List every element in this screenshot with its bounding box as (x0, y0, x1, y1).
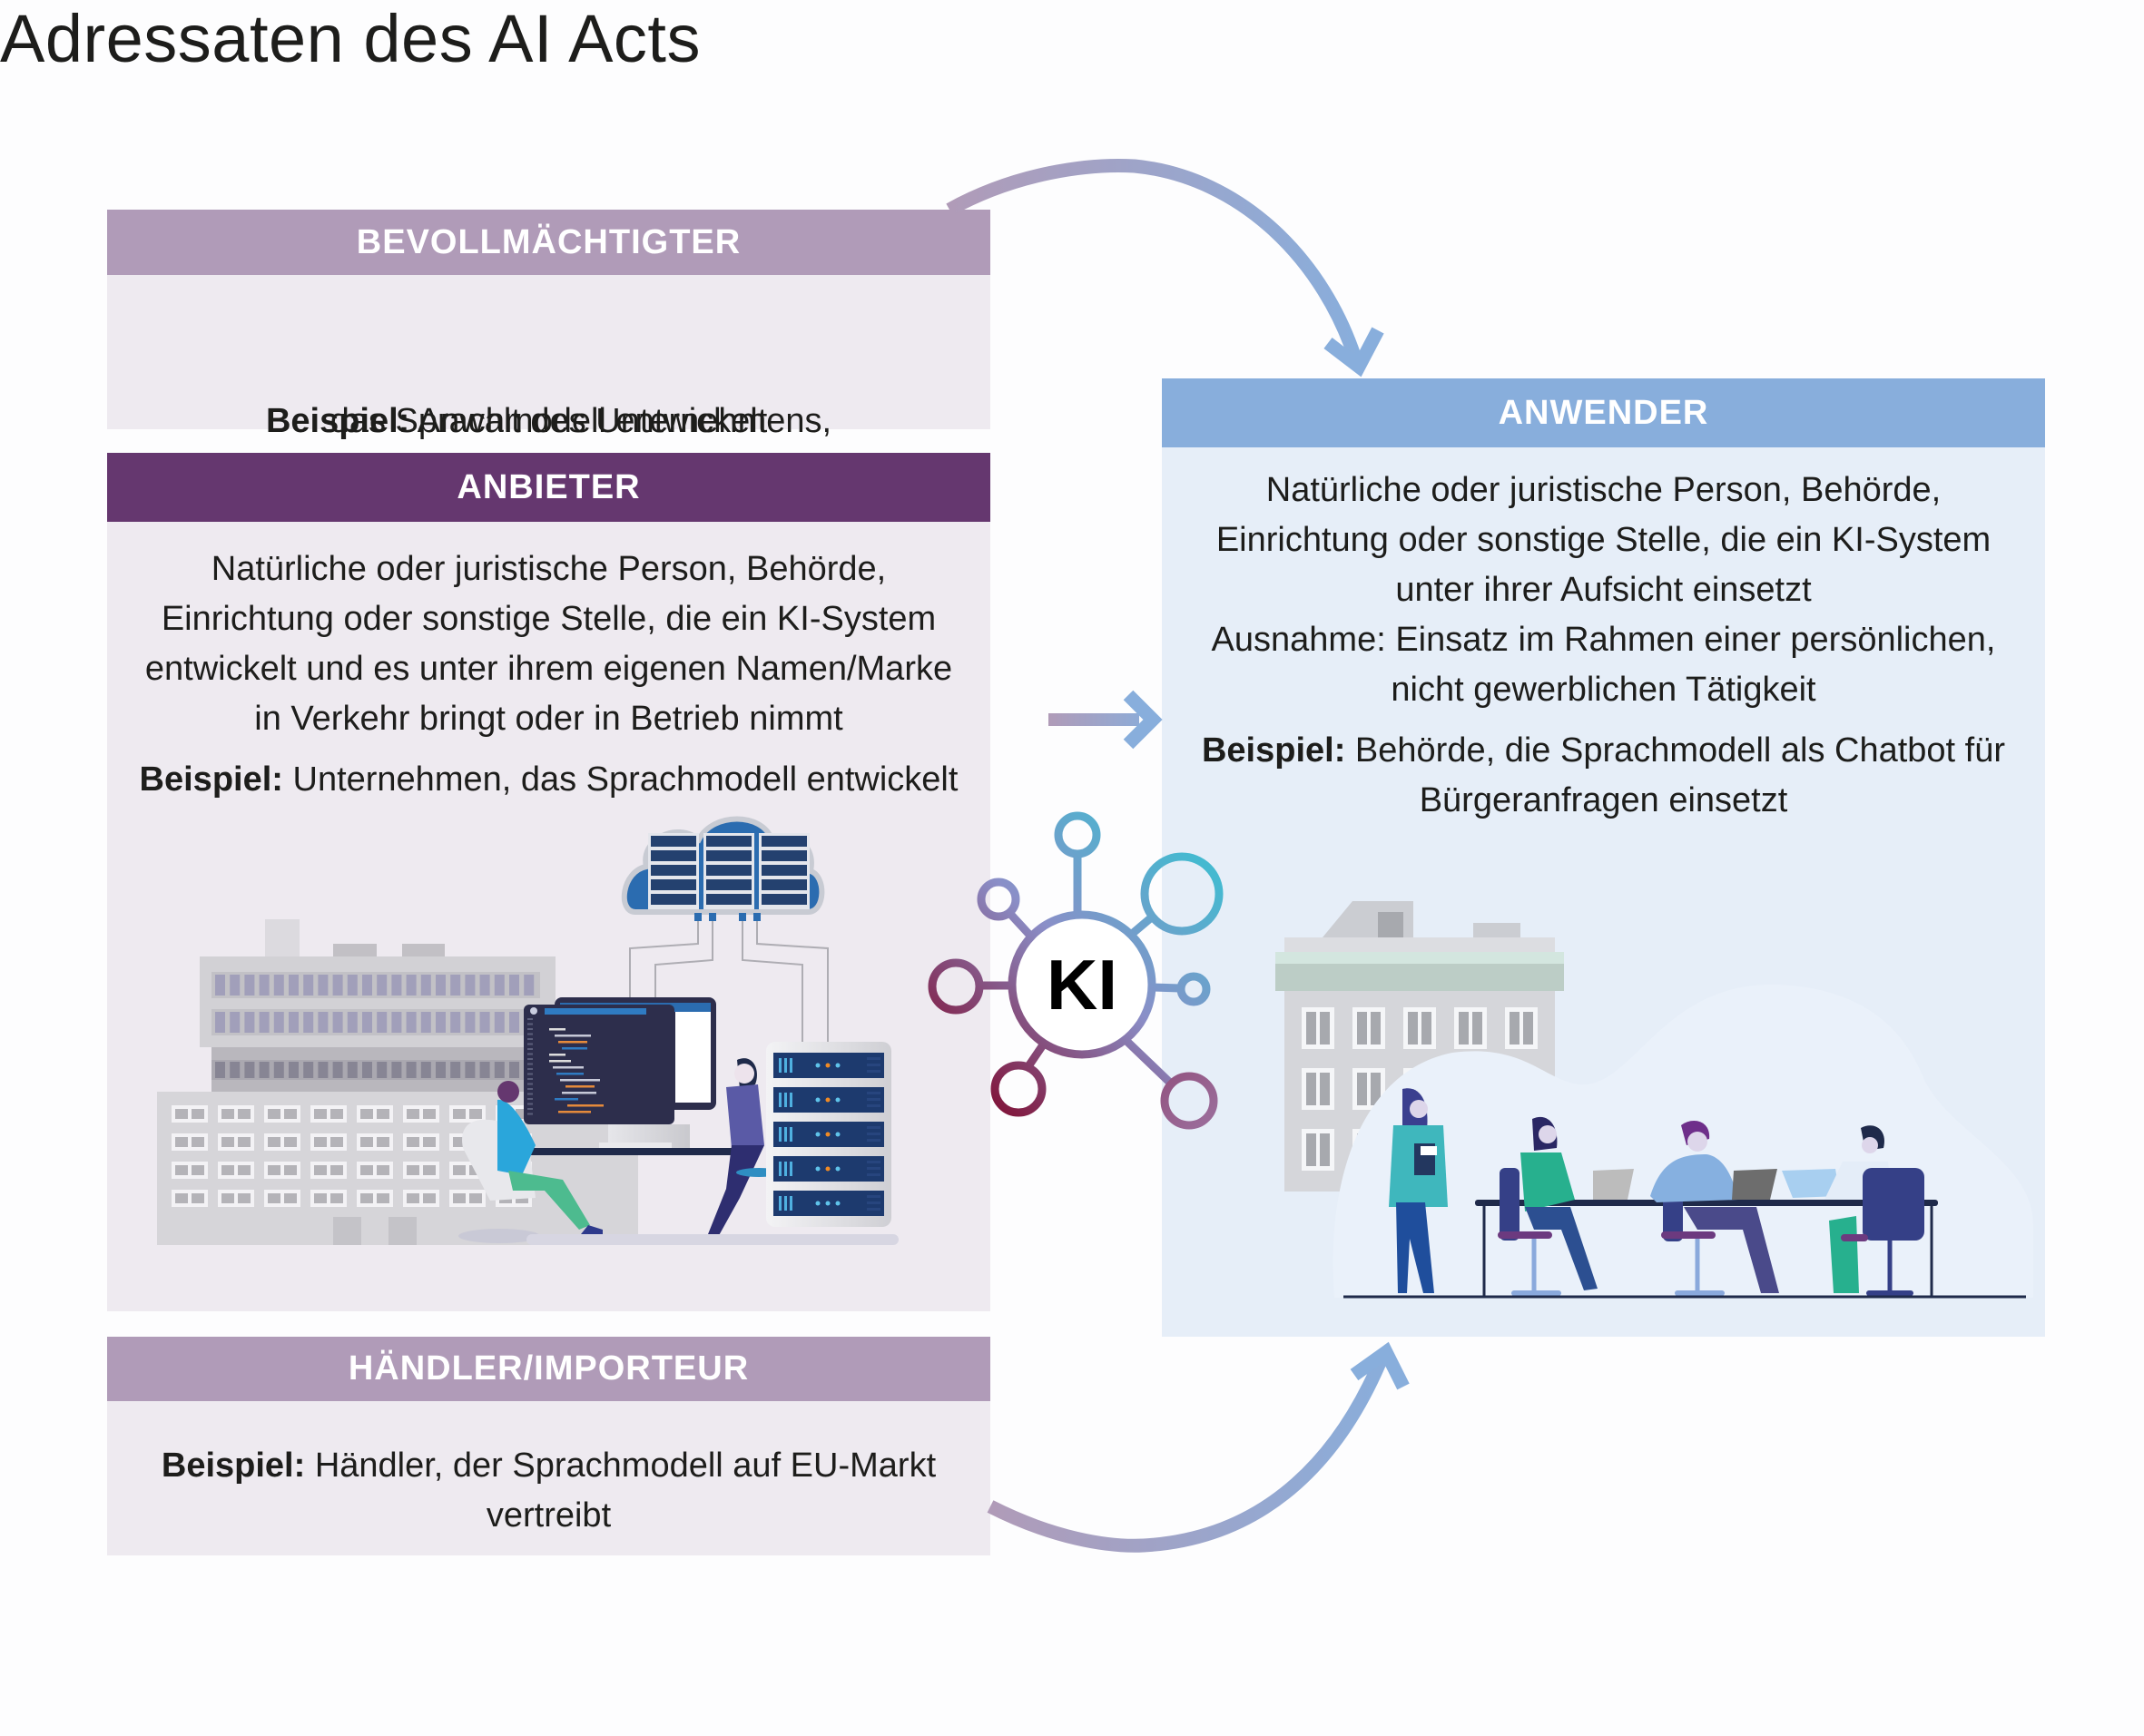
example-label: Beispiel: (139, 760, 283, 799)
panel-header-bevollmaechtigter: BEVOLLMÄCHTIGTER (107, 210, 990, 275)
example-text: Unternehmen, das Sprachmodell entwickelt (282, 760, 959, 799)
example-text: Händler, der Sprachmodell auf EU-Markt (305, 1447, 937, 1485)
page-title: Adressaten des AI Acts (0, 1, 701, 76)
arrow-bevollmaechtigter-to-anwender (946, 159, 1384, 378)
ki-node-bottom-left (990, 1061, 1047, 1117)
example-line: Beispiel: Anwalt des Unternehmens, (107, 397, 990, 446)
panel-header-anbieter: ANBIETER (107, 453, 990, 522)
example-text: Behörde, die Sprachmodell als Chatbot fü… (1345, 731, 2006, 770)
definition-line: Einrichtung oder sonstige Stelle, die ei… (1215, 521, 1992, 559)
panel-haendler-importeur: HÄNDLER/IMPORTEUR Beispiel: Händler, der… (107, 1337, 990, 1555)
definition-line: Natürliche oder juristische Person, Behö… (1265, 471, 1942, 509)
example-line: Beispiel: Händler, der Sprachmodell auf … (107, 1441, 990, 1491)
panel-body-anbieter: Natürliche oder juristische Person, Behö… (107, 522, 990, 1311)
definition-line: entwickelt und es unter ihrem eigenen Na… (144, 650, 953, 688)
exception-line: nicht gewerblichen Tätigkeit (1391, 671, 1816, 709)
panel-header-haendler: HÄNDLER/IMPORTEUR (107, 1337, 990, 1401)
example-line: Beispiel: Behörde, die Sprachmodell als … (1162, 726, 2045, 776)
panel-body-bevollmaechtigter: Beispiel: Anwalt des Unternehmens, das S… (107, 275, 990, 440)
example-label: Beispiel: (1201, 731, 1346, 770)
arrow-haendler-to-anwender (987, 1341, 1410, 1553)
panel-body-anwender: Natürliche oder juristische Person, Behö… (1162, 447, 2045, 1337)
example-line: vertreibt (486, 1496, 612, 1535)
definition-line: Einrichtung oder sonstige Stelle, die ei… (161, 600, 937, 638)
definition-line: unter ihrer Aufsicht einsetzt (1395, 571, 1812, 609)
example-text: Anwalt des Unternehmens, (409, 402, 832, 440)
definition-line: in Verkehr bringt oder in Betrieb nimmt (254, 700, 843, 738)
example-line: Beispiel: Unternehmen, das Sprachmodell … (107, 755, 990, 805)
example-line: Bürgeranfragen einsetzt (1419, 781, 1788, 819)
definition-line: Natürliche oder juristische Person, Behö… (211, 550, 887, 588)
panel-bevollmaechtigter: BEVOLLMÄCHTIGTER Beispiel: Anwalt des Un… (107, 210, 990, 440)
arrow-anbieter-to-anwender (1048, 690, 1163, 750)
ki-node-top (1054, 811, 1101, 858)
example-line: das Sprachmodell entwickelt (329, 402, 768, 440)
exception-line: Ausnahme: Einsatz im Rahmen einer persön… (1211, 621, 1996, 659)
example-label: Beispiel: (161, 1447, 306, 1485)
ki-hub-label: KI (1047, 945, 1117, 1025)
panel-anwender: ANWENDER Natürliche oder juristische Per… (1162, 378, 2045, 1337)
panel-body-haendler: Beispiel: Händler, der Sprachmodell auf … (107, 1401, 990, 1555)
example-label: Beispiel: (265, 402, 410, 440)
panel-anbieter: ANBIETER Natürliche oder juristische Per… (107, 453, 990, 1311)
panel-header-anwender: ANWENDER (1162, 378, 2045, 447)
